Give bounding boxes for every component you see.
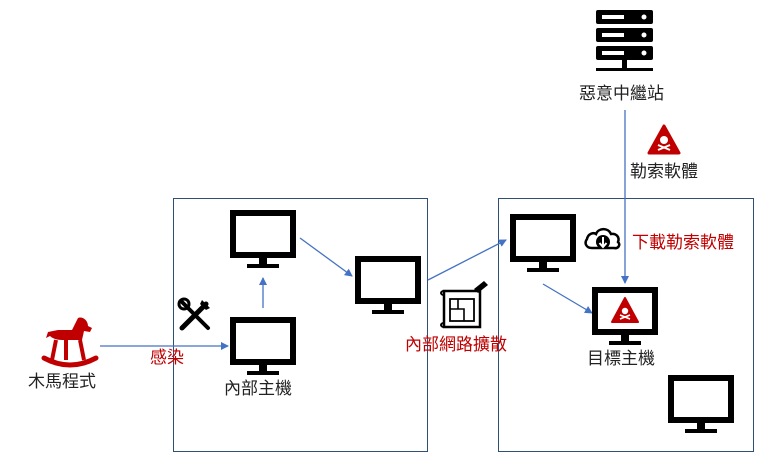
arrow-host-to-target [542, 283, 593, 314]
lateral-spread-label: 內部網路擴散 [405, 335, 507, 355]
trojan-label: 木馬程式 [28, 372, 96, 392]
monitor-icon-internal-top [233, 213, 293, 268]
monitor-icon-target-extra [671, 378, 731, 433]
monitor-icon-target-top [513, 217, 573, 272]
internal-network-box [173, 198, 428, 452]
server-icon [596, 10, 653, 71]
target-warning-icon [611, 297, 639, 323]
ransomware-label: 勒索軟體 [630, 162, 698, 182]
target-network-box [498, 198, 754, 452]
cloud-download-icon [584, 227, 621, 250]
rocking-horse-icon [41, 317, 99, 368]
download-label: 下載勒索軟體 [632, 233, 734, 253]
arrow-lateral-spread [427, 239, 507, 281]
tools-icon [177, 297, 210, 331]
infect-label: 感染 [150, 348, 184, 368]
relay-label: 惡意中繼站 [579, 84, 664, 104]
network-blueprint-icon [440, 281, 488, 329]
monitor-icon-internal-middle [358, 259, 418, 314]
target-host-label: 目標主機 [587, 349, 655, 369]
arrow-host-to-host [299, 237, 353, 277]
internal-host-label: 內部主機 [224, 379, 292, 399]
warning-skull-icon [647, 124, 681, 155]
monitor-icon-internal-host [233, 320, 293, 375]
